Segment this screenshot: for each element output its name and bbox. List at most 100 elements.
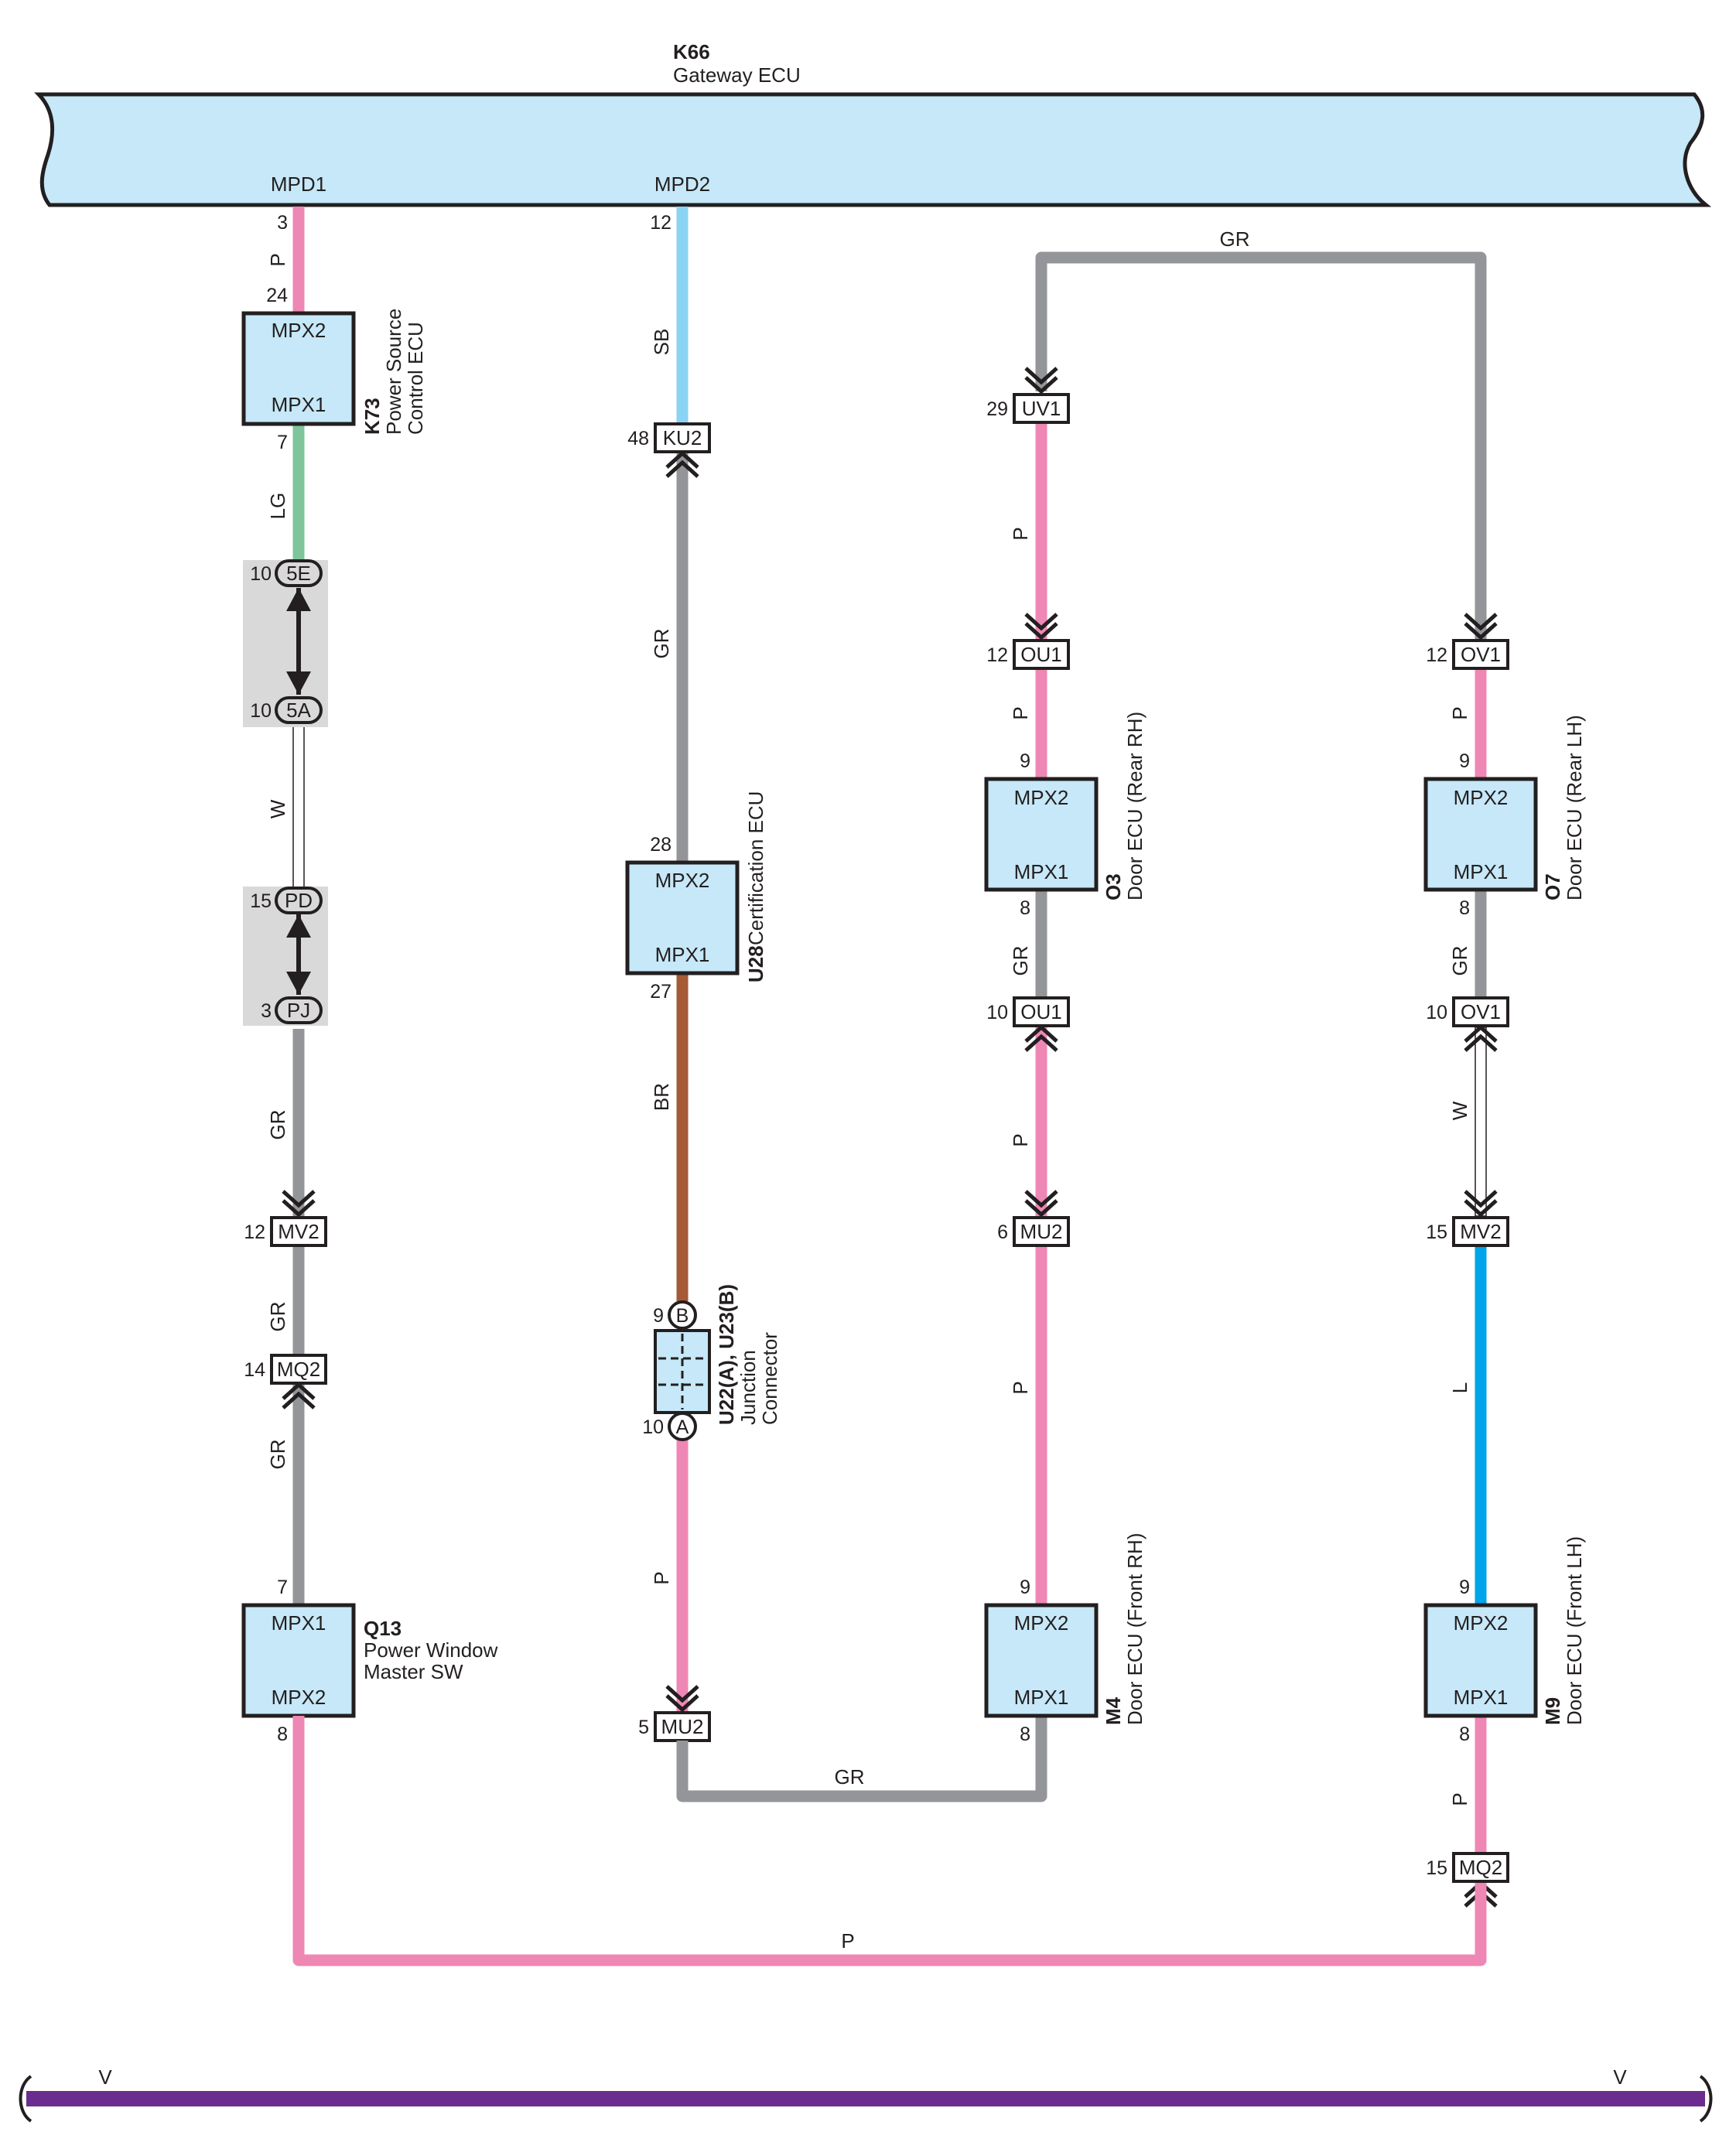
connector-mu2-right [1013, 1216, 1070, 1247]
m4-terminal-top: MPX2 [1014, 1611, 1069, 1635]
pin-uv1: 29 [986, 398, 1008, 420]
wire-color-labels: P LG W GR GR GR SB GR BR P P P GR P P P … [266, 227, 1471, 1953]
pin-mq2-right: 15 [1426, 1857, 1447, 1879]
gateway-name: Gateway ECU [673, 63, 801, 87]
pin-ou1-bottom: 10 [986, 1002, 1008, 1023]
bus-v-label-right: V [1613, 2065, 1627, 2089]
pin-junction-b: 9 [653, 1305, 664, 1327]
pin-k73-out: 7 [277, 432, 288, 453]
u28-terminal-top: MPX2 [655, 869, 710, 892]
bus-v-left-break [19, 2075, 32, 2123]
gateway-terminal-mpd1: MPD1 [271, 173, 326, 196]
junction-pin-b-label: B [676, 1305, 689, 1327]
ou1-bottom-chevron-2 [1024, 1034, 1058, 1052]
pin-mv2-right: 15 [1426, 1221, 1447, 1243]
o7-terminal-bottom: MPX1 [1454, 860, 1509, 883]
k73-terminal-top: MPX2 [272, 319, 326, 342]
ou1-top-chevron-2 [1024, 622, 1058, 641]
pin-mv2-left: 12 [244, 1221, 265, 1243]
pin-mu2-right: 6 [997, 1221, 1008, 1243]
connector-pd [275, 887, 323, 914]
bus-v-right-break [1699, 2075, 1713, 2123]
connector-ov1-top-label: OV1 [1461, 643, 1501, 666]
connector-mq2-left [270, 1354, 327, 1385]
pin-q13-top: 7 [277, 1577, 288, 1598]
connector-ou1-top [1013, 639, 1070, 670]
wire-label-c4-gr: GR [1448, 946, 1471, 976]
wire-label-c3-p4: P [1009, 1381, 1032, 1394]
junction-pin-a-label: A [676, 1416, 689, 1438]
connector-mv2-left-label: MV2 [278, 1220, 319, 1243]
connector-5e [275, 559, 323, 587]
pin-q13-bottom: 8 [277, 1724, 288, 1745]
q13-name-line1: Power Window [364, 1638, 498, 1662]
pin-numbers: 3 24 7 10 10 15 3 12 14 7 8 12 48 28 27 … [244, 212, 1470, 1879]
o3-terminal-top: MPX2 [1014, 786, 1069, 809]
pin-o3-bottom: 8 [1020, 897, 1030, 919]
wire-label-mid-gr: GR [835, 1765, 865, 1789]
wire-label-c2-p: P [650, 1571, 673, 1584]
q13-name-line2: Master SW [364, 1660, 463, 1683]
ou1-bottom-chevron-1 [1024, 1024, 1058, 1043]
ku2-chevron-1 [665, 450, 699, 469]
bus-v-label-left: V [98, 2065, 112, 2089]
wire-label-c1-p: P [266, 253, 289, 266]
column-1-wiring: MPX2 MPX1 K73 Power Source Control ECU 5… [241, 207, 498, 1718]
wire-label-c3-p1: P [1009, 527, 1032, 540]
pin-ov1-bottom: 10 [1426, 1002, 1447, 1023]
k73-ecu-box [241, 311, 356, 426]
connector-pj-label: PJ [287, 999, 310, 1022]
wire-label-c4-p2: P [1448, 1792, 1471, 1806]
pin-m9-bottom: 8 [1459, 1724, 1470, 1745]
pin-5e: 10 [250, 563, 272, 585]
o3-id: O3 [1102, 873, 1125, 900]
pin-u28-top: 28 [650, 834, 672, 856]
m4-ecu-box [984, 1603, 1099, 1718]
k73-name-line2: Control ECU [404, 322, 427, 435]
mq2-left-chevron-2 [282, 1391, 316, 1409]
u28-name: Certification ECU [744, 791, 767, 945]
connector-ov1-bottom-label: OV1 [1461, 1000, 1501, 1023]
wire-label-c2-sb: SB [650, 329, 673, 356]
uv1-chevron-2 [1024, 376, 1058, 395]
connector-mu2-mid-label: MU2 [661, 1715, 704, 1738]
junction-pin-a [668, 1412, 697, 1441]
pin-gw-mpd1: 3 [277, 212, 288, 234]
m9-terminal-top: MPX2 [1454, 1611, 1509, 1635]
mu2-mid-chevron-2 [665, 1694, 699, 1713]
pin-junction-a: 10 [642, 1416, 664, 1438]
o7-ecu-box [1423, 777, 1538, 892]
pin-pd: 15 [250, 890, 272, 912]
pin-gw-mpd2: 12 [650, 212, 672, 234]
pin-o7-top: 9 [1459, 750, 1470, 772]
pin-mq2-left: 14 [244, 1359, 265, 1381]
wire-label-c1-gr2: GR [266, 1302, 289, 1332]
pin-m4-bottom: 8 [1020, 1724, 1030, 1745]
gateway-terminal-mpd2: MPD2 [654, 173, 710, 196]
pin-k73-in: 24 [266, 285, 288, 306]
wire-label-c1-gr1: GR [266, 1110, 289, 1140]
m4-name: Door ECU (Front RH) [1123, 1533, 1147, 1725]
connector-mv2-left [270, 1216, 327, 1247]
wire-label-c3-p3: P [1009, 1133, 1032, 1146]
ov1-bottom-chevron-1 [1464, 1024, 1498, 1043]
wire-gr-mid-loop [676, 1716, 1047, 1802]
pin-ov1-top: 12 [1426, 644, 1447, 666]
wire-label-top-gr: GR [1220, 227, 1250, 251]
connector-5a [275, 696, 323, 724]
mv2-left-chevron-1 [282, 1190, 316, 1208]
wire-label-c2-br: BR [650, 1083, 673, 1111]
wire-label-c3-p2: P [1009, 706, 1032, 719]
wire-label-c4-p1: P [1448, 706, 1471, 719]
column-4-wiring: OV1 MPX2 MPX1 O7 Door ECU (Rear LH) OV1 … [1423, 613, 1586, 1908]
mv2-right-chevron-2 [1464, 1199, 1498, 1218]
connector-pj [275, 996, 323, 1024]
m9-id: M9 [1541, 1697, 1564, 1725]
mq2-left-chevron-1 [282, 1382, 316, 1400]
k73-terminal-bottom: MPX1 [272, 393, 326, 416]
wire-gr-top-loop [1035, 251, 1487, 639]
m4-id: M4 [1102, 1696, 1125, 1725]
q13-terminal-bottom: MPX2 [272, 1686, 326, 1709]
pin-ku2: 48 [627, 428, 649, 449]
mu2-right-chevron-2 [1024, 1199, 1058, 1218]
